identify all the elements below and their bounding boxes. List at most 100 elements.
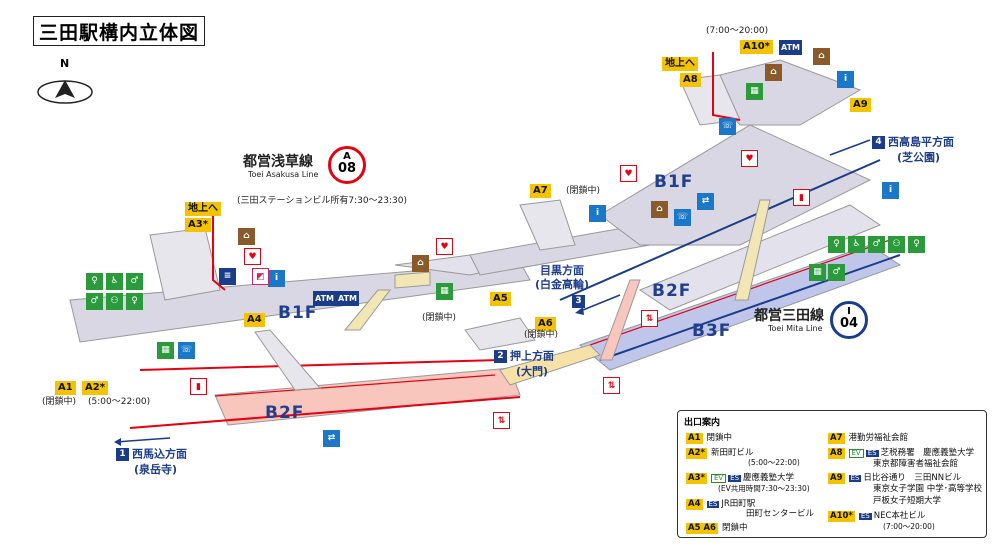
arrow-d1-head — [114, 438, 121, 446]
legend-sub: 田町センタービル — [746, 509, 815, 519]
telephone-icon: ☏ — [178, 342, 195, 359]
mita-stairs-2 — [734, 199, 771, 301]
exit-a7-note: (閉鎖中) — [566, 186, 601, 196]
legend-row-a2: A2*新田町ビル — [686, 448, 753, 459]
mita-b2f-platform — [638, 204, 882, 311]
toilet-icon: ♂ — [828, 264, 845, 281]
legend-header: 出口案内 — [684, 418, 721, 428]
fire-extinguisher-icon: ▮ — [190, 378, 207, 395]
exit-a2-note: (5:00～22:00) — [88, 397, 151, 407]
mita-stairs-1 — [599, 279, 641, 361]
legend-text: 慶應義塾大学 — [743, 473, 795, 483]
ev-badge: EV — [710, 474, 727, 483]
shop-icon: ◩ — [252, 268, 269, 285]
arrow-d3 — [577, 294, 621, 313]
exit-a10[interactable]: A10* — [740, 40, 773, 54]
legend-text: 港勤労福祉会館 — [848, 433, 909, 443]
elevator-icon: ⇅ — [641, 310, 658, 327]
atm-icon: ATM — [313, 291, 336, 306]
direction-3: 3 — [572, 295, 588, 308]
exit-stairs-a5 — [464, 317, 536, 351]
es-badge: ES — [865, 449, 879, 457]
mita-line-sub: Toei Mita Line — [768, 324, 823, 333]
toilet-icon: ♂ — [126, 273, 143, 290]
exit-a7[interactable]: A7 — [530, 184, 551, 198]
exit-a3[interactable]: A3* — [185, 218, 211, 232]
legend-sub: 東京女子学園 中学･高等学校 — [873, 484, 982, 494]
aed-icon: ♥ — [436, 238, 453, 255]
coin-locker-icon: ▦ — [809, 264, 826, 281]
coin-locker-icon: ▦ — [436, 283, 453, 300]
exit-a4[interactable]: A4 — [244, 313, 265, 327]
exit-stairs-a7 — [519, 199, 576, 251]
aed-icon: ♥ — [620, 165, 637, 182]
exit-a3-up: 地上へ — [185, 202, 221, 216]
legend-sub: (7:00～20:00) — [883, 522, 935, 531]
asakusa-station-number: A 08 — [328, 146, 366, 184]
legend-key: A7 — [828, 433, 845, 444]
telephone-icon: ☏ — [674, 209, 691, 226]
asakusa-line-sub: Toei Asakusa Line — [248, 170, 319, 179]
station-office-icon: ⌂ — [238, 228, 255, 245]
exit-a1[interactable]: A1 — [55, 381, 76, 395]
exit-a9[interactable]: A9 — [850, 98, 871, 112]
es-badge: ES — [728, 474, 742, 482]
atm-icon: ATM — [779, 40, 802, 55]
information-icon: i — [268, 270, 285, 287]
asakusa-track-3 — [214, 374, 496, 397]
mita-station-number: I 04 — [830, 301, 868, 339]
legend-key: A8 — [828, 448, 845, 459]
exit-a6-note: (閉鎖中) — [524, 330, 559, 340]
arrow-d1 — [115, 437, 171, 443]
exit-a2[interactable]: A2* — [82, 381, 108, 395]
exit-a6[interactable]: A6 — [535, 317, 556, 331]
asakusa-line-name: 都営浅草線 — [243, 154, 313, 170]
station-office-icon: ⌂ — [813, 48, 830, 65]
mita-letter: I — [847, 306, 851, 317]
legend-sub: (EV共用時間7:30～23:30) — [718, 484, 810, 493]
mita-track-2 — [599, 254, 901, 361]
exit-a10-note: (7:00～20:00) — [706, 26, 769, 36]
exit-a3-note: (三田ステーションビル所有7:30～23:30) — [237, 196, 407, 206]
legend-key: A9 — [828, 473, 845, 484]
north-label: N — [60, 57, 70, 70]
direction-1-number: 1 — [116, 448, 129, 461]
floor-right-b2f: B2F — [652, 281, 692, 301]
toilet-icon: ♀ — [908, 236, 925, 253]
exit-route-a3 — [212, 215, 226, 291]
asakusa-number: 08 — [337, 161, 357, 176]
direction-4-number: 4 — [872, 136, 885, 149]
wheelchair-icon: ♿ — [106, 273, 123, 290]
floor-left-b1f: B1F — [278, 303, 318, 323]
station-office-icon: ⌂ — [651, 201, 668, 218]
direction-3-sub: (白金高輪) — [535, 278, 590, 291]
legend-key: A10* — [828, 511, 855, 522]
es-badge: ES — [706, 500, 720, 508]
exit-stairs-a3 — [149, 227, 221, 301]
floor-left-b2f: B2F — [265, 403, 305, 423]
mita-line-name: 都営三田線 — [754, 308, 824, 324]
station-office-icon: ⌂ — [412, 255, 429, 272]
information-icon: i — [882, 182, 899, 199]
arrow-d4 — [829, 139, 871, 156]
legend-text: 新田町ビル — [710, 448, 754, 458]
direction-1-sub: (泉岳寺) — [134, 463, 178, 476]
coin-locker-icon: ▦ — [157, 342, 174, 359]
aed-icon: ♥ — [244, 248, 261, 265]
exit-a8[interactable]: A8 — [680, 73, 701, 87]
direction-2-text: 押上方面 — [510, 349, 554, 363]
atm-icon: ATM — [336, 291, 359, 306]
floor-right-b3f: B3F — [692, 321, 732, 341]
legend-key: A5 A6 — [686, 523, 718, 534]
exit-a5[interactable]: A5 — [490, 292, 511, 306]
baby-care-icon: ⚇ — [888, 236, 905, 253]
information-icon: i — [837, 71, 854, 88]
